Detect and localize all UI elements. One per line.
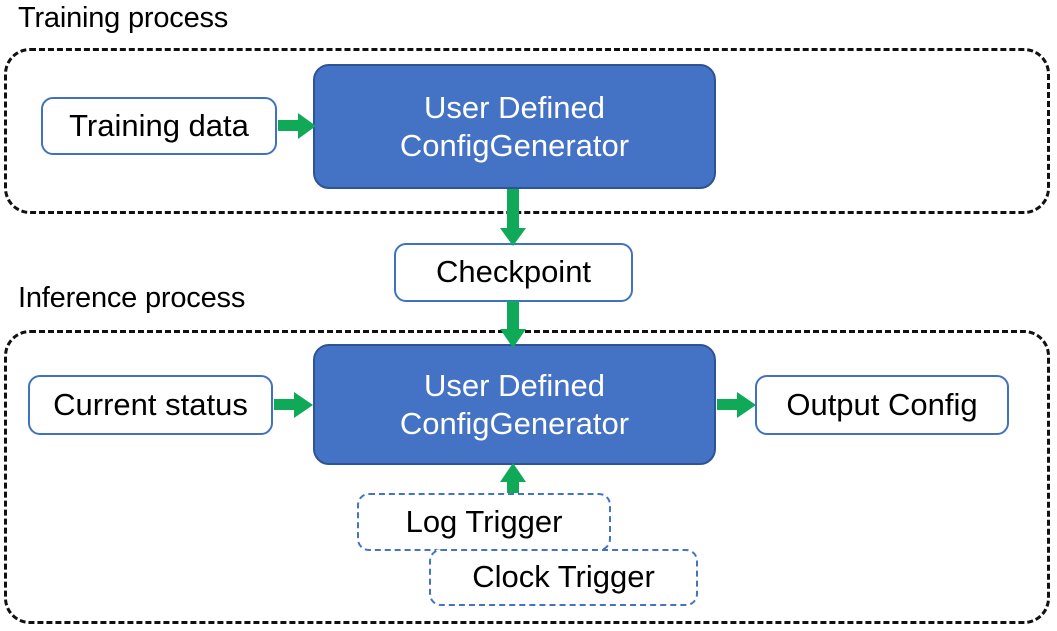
section-caption-training: Training process — [18, 2, 229, 34]
node-user-defined-config-generator-inference[interactable]: User Defined ConfigGenerator — [313, 344, 716, 465]
node-clock-trigger[interactable]: Clock Trigger — [429, 549, 698, 606]
node-output-config-label: Output Config — [786, 386, 978, 422]
node-current-status-label: Current status — [53, 386, 248, 422]
node-checkpoint-label: Checkpoint — [435, 254, 592, 290]
node-current-status[interactable]: Current status — [28, 375, 273, 435]
node-generator-inference-line2: ConfigGenerator — [399, 405, 630, 441]
node-log-trigger-label: Log Trigger — [405, 503, 563, 539]
section-caption-inference: Inference process — [18, 282, 246, 314]
node-user-defined-config-generator-training[interactable]: User Defined ConfigGenerator — [313, 64, 716, 189]
node-training-data[interactable]: Training data — [41, 97, 277, 155]
node-output-config[interactable]: Output Config — [755, 375, 1009, 435]
node-clock-trigger-label: Clock Trigger — [472, 559, 655, 595]
inference-process-container — [4, 330, 1050, 624]
node-generator-training-line2: ConfigGenerator — [399, 127, 630, 163]
node-generator-training-line1: User Defined — [424, 89, 605, 125]
node-training-data-label: Training data — [69, 107, 249, 143]
node-log-trigger[interactable]: Log Trigger — [357, 493, 611, 551]
node-generator-inference-line1: User Defined — [424, 367, 605, 403]
training-process-container — [4, 48, 1050, 214]
node-checkpoint[interactable]: Checkpoint — [394, 243, 633, 302]
